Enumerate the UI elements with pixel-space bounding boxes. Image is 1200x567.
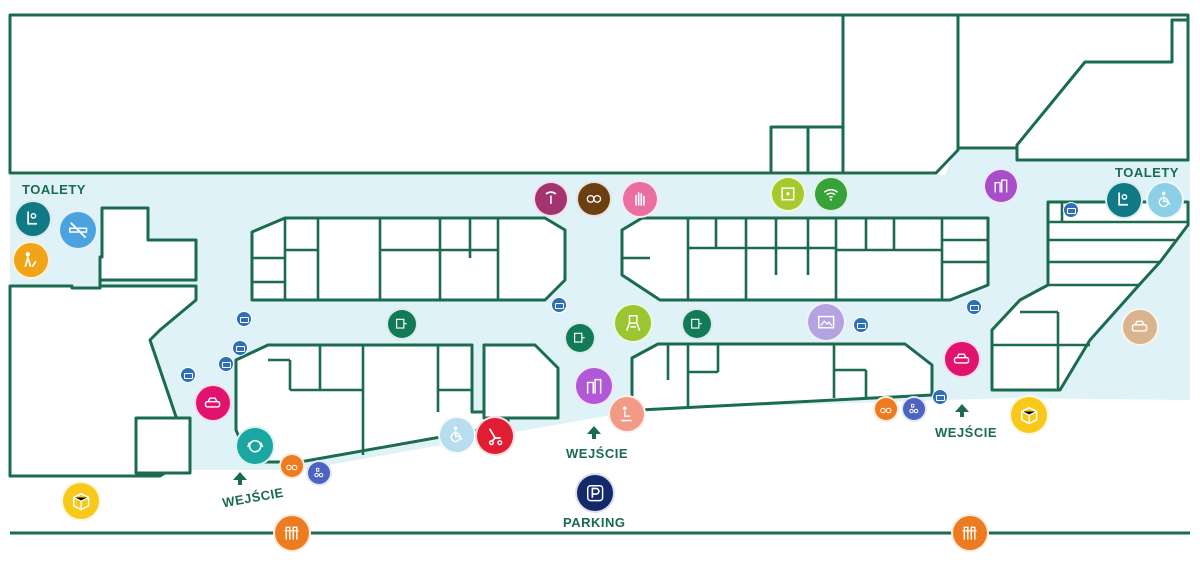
- entrance-label-center: WEJŚCIE: [566, 446, 629, 461]
- pet-friendly-icon[interactable]: [576, 181, 612, 217]
- toilet-icon[interactable]: [1105, 181, 1143, 219]
- atm-lounge-icon[interactable]: [386, 308, 418, 340]
- taxi-icon[interactable]: [1121, 308, 1159, 346]
- store-dividers-lower-right: [666, 344, 868, 408]
- store-block-center-left: [250, 216, 567, 302]
- wheelchair-icon[interactable]: [1146, 181, 1184, 219]
- car-wash-icon[interactable]: [194, 384, 232, 422]
- parcel-locker-icon[interactable]: [1009, 395, 1049, 435]
- bike-parking-icon[interactable]: [306, 460, 332, 486]
- toilets-label-left: TOALETY: [22, 182, 86, 197]
- toilets-label-right: TOALETY: [1115, 165, 1179, 180]
- store-dividers-center-left: [252, 218, 500, 300]
- store-unit-small-1: [769, 125, 810, 175]
- kids-zone-icon[interactable]: [574, 366, 614, 406]
- store-unit-small-2: [806, 125, 845, 175]
- stroller-icon[interactable]: [475, 416, 515, 456]
- atm-icon[interactable]: [180, 367, 196, 383]
- atm-lounge-icon[interactable]: [681, 308, 713, 340]
- dog-icon[interactable]: [235, 426, 275, 466]
- store-unit-lower-middle: [482, 343, 560, 420]
- bike-parking-icon[interactable]: [901, 396, 927, 422]
- store-dividers-right: [992, 202, 1188, 390]
- safe-icon[interactable]: [770, 176, 806, 212]
- store-block-corner: [1015, 18, 1190, 162]
- atm-icon[interactable]: [551, 297, 567, 313]
- atm-icon[interactable]: [232, 340, 248, 356]
- bike-icon[interactable]: [279, 453, 305, 479]
- atm-icon[interactable]: [932, 389, 948, 405]
- atm-icon[interactable]: [236, 311, 252, 327]
- entrance-arrow-center: [587, 426, 601, 439]
- atm-icon[interactable]: [853, 317, 869, 333]
- atm-icon[interactable]: [218, 356, 234, 372]
- kids-play-icon[interactable]: [983, 168, 1019, 204]
- family-room-icon[interactable]: [12, 241, 50, 279]
- baby-changing-icon[interactable]: [14, 200, 52, 238]
- atm-icon[interactable]: [1063, 202, 1079, 218]
- entrance-arrow-right: [955, 404, 969, 417]
- store-dividers-lower-left: [268, 345, 472, 455]
- wheelchair-rental-icon[interactable]: [438, 416, 476, 454]
- photo-icon[interactable]: [806, 302, 846, 342]
- parcel-locker-icon[interactable]: [61, 481, 101, 521]
- info-point-icon[interactable]: [533, 181, 569, 217]
- hand-icon[interactable]: [621, 180, 659, 218]
- entrance-arrow-left: [233, 472, 247, 485]
- store-block-center-right: [620, 216, 990, 302]
- bike-icon[interactable]: [873, 396, 899, 422]
- bus-stop-icon[interactable]: [273, 514, 311, 552]
- atm-lounge-icon[interactable]: [564, 322, 596, 354]
- store-unit-left-small: [134, 416, 192, 475]
- reading-icon[interactable]: [608, 395, 646, 433]
- bus-stop-icon[interactable]: [951, 514, 989, 552]
- store-block-top-right: [841, 13, 960, 175]
- parking-label: PARKING: [563, 515, 626, 530]
- no-smoking-icon[interactable]: [58, 210, 98, 250]
- store-block-top: [8, 13, 845, 175]
- baby-chair-icon[interactable]: [613, 303, 653, 343]
- wifi-icon[interactable]: [813, 176, 849, 212]
- store-dividers-center-right: [622, 218, 988, 300]
- entrance-label-right: WEJŚCIE: [935, 425, 998, 440]
- atm-icon[interactable]: [966, 299, 982, 315]
- parking-icon[interactable]: [575, 473, 615, 513]
- car-wash-icon[interactable]: [943, 340, 981, 378]
